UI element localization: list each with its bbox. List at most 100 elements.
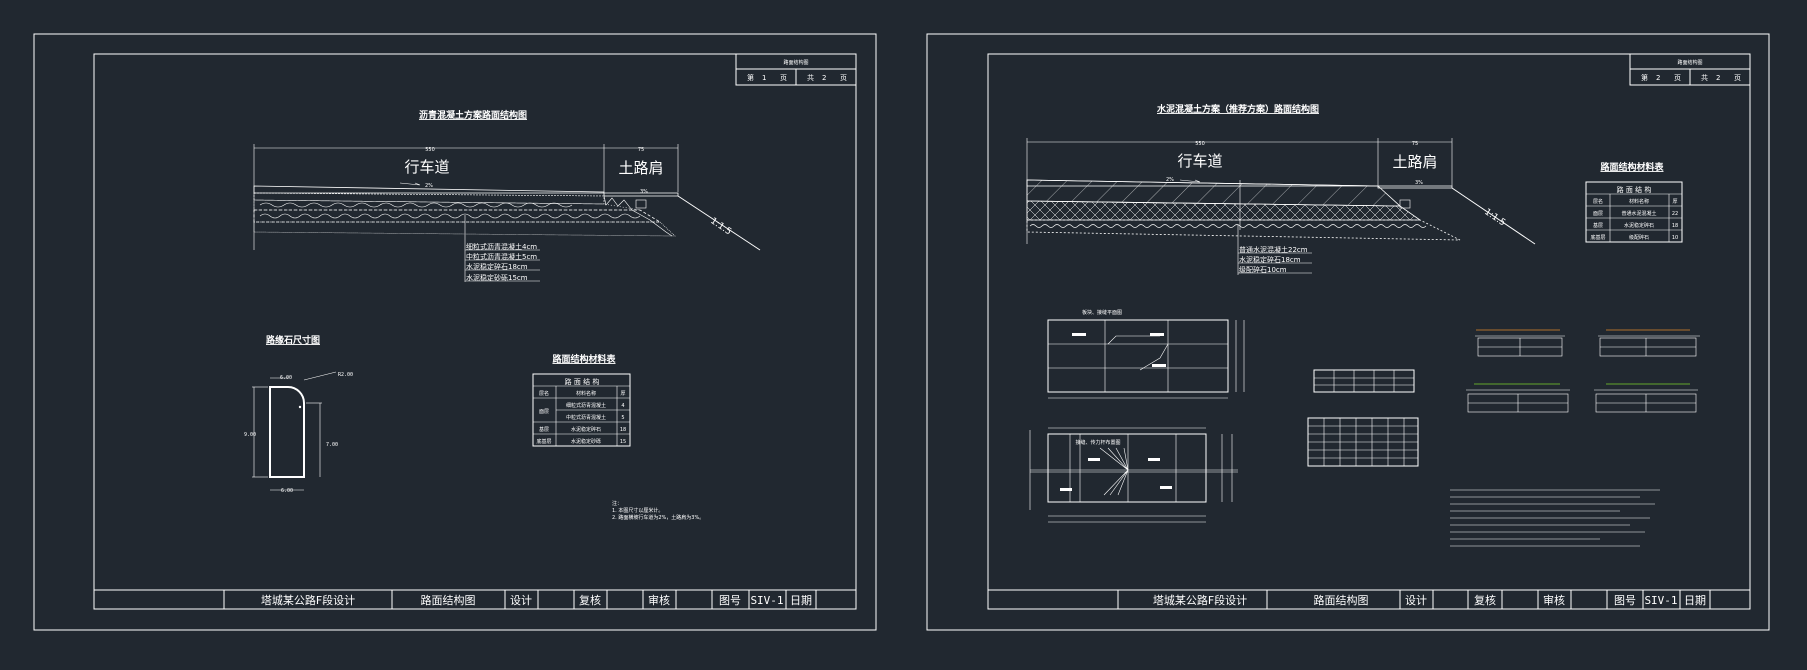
sheet-2-material-table: 路面结构材料表 路 面 结 构 层名 材料名称 厚 面层 普通水泥混凝土 22 …: [1585, 161, 1683, 243]
svg-text:底基层: 底基层: [536, 438, 551, 445]
svg-text:路面结构材料表: 路面结构材料表: [1600, 161, 1664, 173]
sheet-1-title: 沥青混凝土方案路面结构图: [419, 109, 527, 121]
small-schedule-tables: [1307, 369, 1419, 467]
svg-text:2. 路面横坡行车道为2%，土路肩为3%。: 2. 路面横坡行车道为2%，土路肩为3%。: [612, 514, 704, 521]
svg-text:级配碎石10cm: 级配碎石10cm: [1239, 265, 1287, 274]
svg-text:设计: 设计: [1405, 594, 1427, 607]
svg-text:层名: 层名: [539, 390, 549, 397]
svg-text:注：: 注：: [612, 500, 622, 507]
svg-text:行车道: 行车道: [1177, 152, 1222, 170]
sheet-1-inner-border: [93, 53, 857, 610]
sheet-1-cross-section: 550 75 行车道 土路肩 2% 3% 1:1.5 细粒式沥青: [253, 144, 761, 282]
svg-text:基层: 基层: [539, 426, 549, 433]
svg-text:3%: 3%: [1415, 180, 1423, 186]
sheet-2-cross-section: 550 75 行车道 土路肩 2% 3% 1: [1026, 138, 1536, 275]
svg-text:1:1.5: 1:1.5: [1482, 207, 1507, 228]
svg-text:路 面 结 构: 路 面 结 构: [565, 377, 600, 386]
svg-text:图号: 图号: [1614, 594, 1636, 607]
svg-text:2: 2: [1656, 74, 1660, 82]
sheet-1: 路面结构图 第 1 页 共 2 页 沥青混凝土方案路面结构图 550 75 行车…: [33, 33, 877, 631]
curb-title: 路缘石尺寸图: [266, 334, 320, 346]
svg-text:2%: 2%: [425, 183, 433, 189]
sheet-2-outer-border: [926, 33, 1770, 631]
svg-text:SIV-1: SIV-1: [1644, 594, 1677, 607]
svg-text:基层: 基层: [1593, 222, 1603, 229]
sheet-2: 路面结构图 第 2 页 共 2 页 水泥混凝土方案（推荐方案）路面结构图 550…: [926, 33, 1770, 631]
svg-text:厚: 厚: [1672, 199, 1677, 205]
svg-text:水泥稳定碎石18cm: 水泥稳定碎石18cm: [1239, 255, 1301, 264]
svg-text:细粒式沥青混凝土: 细粒式沥青混凝土: [566, 402, 606, 409]
sheet-2-title-block: 塔城某公路F段设计 路面结构图 设计 复核 审核 图号 SIV-1 日期: [988, 589, 1750, 609]
svg-text:厚: 厚: [620, 391, 625, 397]
svg-text:设计: 设计: [510, 594, 532, 607]
sheet-1-outer-border: [33, 33, 877, 631]
joint-detail-view: 接缝、传力杆布置图: [1029, 427, 1238, 523]
svg-text:日期: 日期: [1684, 594, 1706, 607]
svg-text:普通水泥混凝土22cm: 普通水泥混凝土22cm: [1239, 245, 1308, 254]
svg-text:图号: 图号: [719, 594, 741, 607]
sheet-1-material-table: 路面结构材料表 路 面 结 构 层名 材料名称 厚 面层 细粒式沥青混凝土 4 …: [532, 353, 631, 447]
svg-text:18: 18: [620, 427, 626, 433]
figure-number: SIV-1: [750, 594, 783, 607]
svg-text:页: 页: [1674, 74, 1681, 82]
svg-text:普通水泥混凝土: 普通水泥混凝土: [1621, 210, 1656, 217]
sheet-2-notes: [1450, 489, 1660, 547]
svg-text:土路肩: 土路肩: [1392, 153, 1437, 171]
svg-text:15: 15: [620, 439, 626, 445]
drawing-name: 路面结构图: [421, 593, 476, 607]
sheet-1-title-block: 塔城某公路F段设计 路面结构图 设计 复核 审核 图号 SIV-1 日期: [94, 589, 856, 609]
svg-text:1. 本图尺寸以厘米计。: 1. 本图尺寸以厘米计。: [612, 507, 663, 514]
carriageway-label: 行车道: [404, 158, 449, 176]
sheet-2-inner-border: [987, 53, 1751, 610]
svg-text:550: 550: [425, 147, 435, 153]
svg-text:7.00: 7.00: [326, 442, 338, 448]
svg-text:4: 4: [621, 403, 624, 409]
sheet-1-notes: 注： 1. 本图尺寸以厘米计。 2. 路面横坡行车道为2%，土路肩为3%。: [612, 500, 704, 521]
curb-detail: 路缘石尺寸图 6.00 R2.00 9.00 7.00 6.00: [244, 334, 353, 494]
svg-text:路 面 结 构: 路 面 结 构: [1617, 185, 1652, 194]
svg-text:1: 1: [762, 74, 766, 82]
svg-text:共: 共: [807, 73, 814, 82]
svg-text:路面结构图: 路面结构图: [1677, 59, 1702, 66]
sheet-2-title: 水泥混凝土方案（推荐方案）路面结构图: [1157, 103, 1319, 115]
svg-text:复核: 复核: [579, 593, 601, 607]
svg-text:水泥稳定碎石: 水泥稳定碎石: [571, 426, 601, 433]
project-name: 塔城某公路F段设计: [261, 593, 355, 607]
svg-text:共: 共: [1701, 73, 1708, 82]
svg-text:75: 75: [1412, 141, 1418, 147]
svg-text:6.00: 6.00: [280, 375, 292, 381]
svg-text:审核: 审核: [1543, 593, 1565, 607]
svg-text:底基层: 底基层: [1590, 234, 1605, 241]
svg-text:6.00: 6.00: [281, 488, 293, 494]
svg-text:3%: 3%: [640, 189, 648, 195]
svg-text:审核: 审核: [648, 593, 670, 607]
svg-text:2: 2: [822, 74, 826, 82]
svg-text:日期: 日期: [790, 594, 812, 607]
svg-text:2: 2: [1716, 74, 1720, 82]
sheet-2-page-header: 路面结构图 第 2 页 共 2 页: [1629, 53, 1751, 86]
sheet-1-page-header: 路面结构图 第 1 页 共 2 页: [735, 53, 857, 86]
svg-text:75: 75: [638, 147, 644, 153]
svg-text:550: 550: [1195, 141, 1205, 147]
slab-plan-view: 板块、接缝平面图: [1047, 309, 1245, 399]
svg-text:板块、接缝平面图: 板块、接缝平面图: [1082, 309, 1122, 316]
svg-text:材料名称: 材料名称: [576, 390, 596, 397]
svg-text:5: 5: [621, 415, 624, 421]
shoulder-label: 土路肩: [618, 159, 663, 177]
svg-text:第: 第: [747, 73, 754, 82]
svg-text:R2.00: R2.00: [338, 372, 353, 378]
svg-text:复核: 复核: [1474, 593, 1496, 607]
svg-text:塔城某公路F段设计: 塔城某公路F段设计: [1153, 593, 1247, 607]
svg-text:面层: 面层: [539, 409, 549, 415]
svg-text:页: 页: [780, 74, 787, 82]
svg-text:水泥稳定砂砾: 水泥稳定砂砾: [571, 438, 601, 445]
svg-text:中粒式沥青混凝土5cm: 中粒式沥青混凝土5cm: [466, 252, 537, 261]
svg-text:路面结构图: 路面结构图: [1314, 593, 1369, 607]
svg-text:水泥稳定碎石18cm: 水泥稳定碎石18cm: [466, 262, 528, 271]
svg-text:面层: 面层: [1593, 211, 1603, 217]
svg-text:材料名称: 材料名称: [1629, 198, 1649, 205]
svg-text:水泥稳定砂砾15cm: 水泥稳定砂砾15cm: [466, 273, 528, 282]
svg-text:2%: 2%: [1166, 177, 1174, 183]
svg-text:接缝、传力杆布置图: 接缝、传力杆布置图: [1075, 439, 1120, 446]
